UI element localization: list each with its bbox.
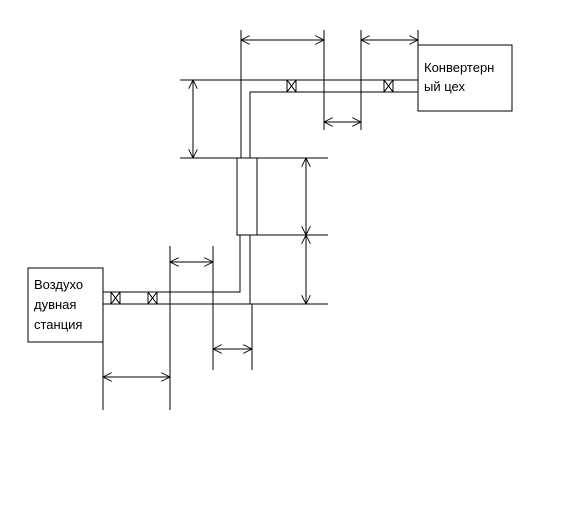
valve-lower-left (110, 291, 121, 305)
lower-pipe-outer-line (103, 235, 241, 293)
lower-pipeline (103, 235, 251, 305)
valve-upper-left (286, 79, 297, 93)
extension-lines (102, 30, 419, 410)
blower-station-label-line1: Воздухо (34, 277, 83, 292)
dimension-arrows (103, 40, 418, 377)
blower-station-label-line3: станция (34, 317, 82, 332)
vertical-riser (236, 157, 258, 236)
valve-lower-right (147, 291, 158, 305)
upper-pipe-inner-line (249, 91, 418, 158)
converter-shop-label-line2: ый цех (424, 79, 465, 94)
blower-station-label-line2: дувная (34, 297, 76, 312)
converter-shop-label-line1: Конвертерн (424, 60, 494, 75)
blower-station-box (27, 267, 104, 343)
blower-station-block: Воздухо дувная станция (27, 267, 104, 343)
converter-shop-box (417, 44, 513, 112)
valve-upper-right (383, 79, 394, 93)
lower-pipe-inner-line (103, 235, 251, 305)
converter-shop-block: Конвертерн ый цех (417, 44, 513, 112)
